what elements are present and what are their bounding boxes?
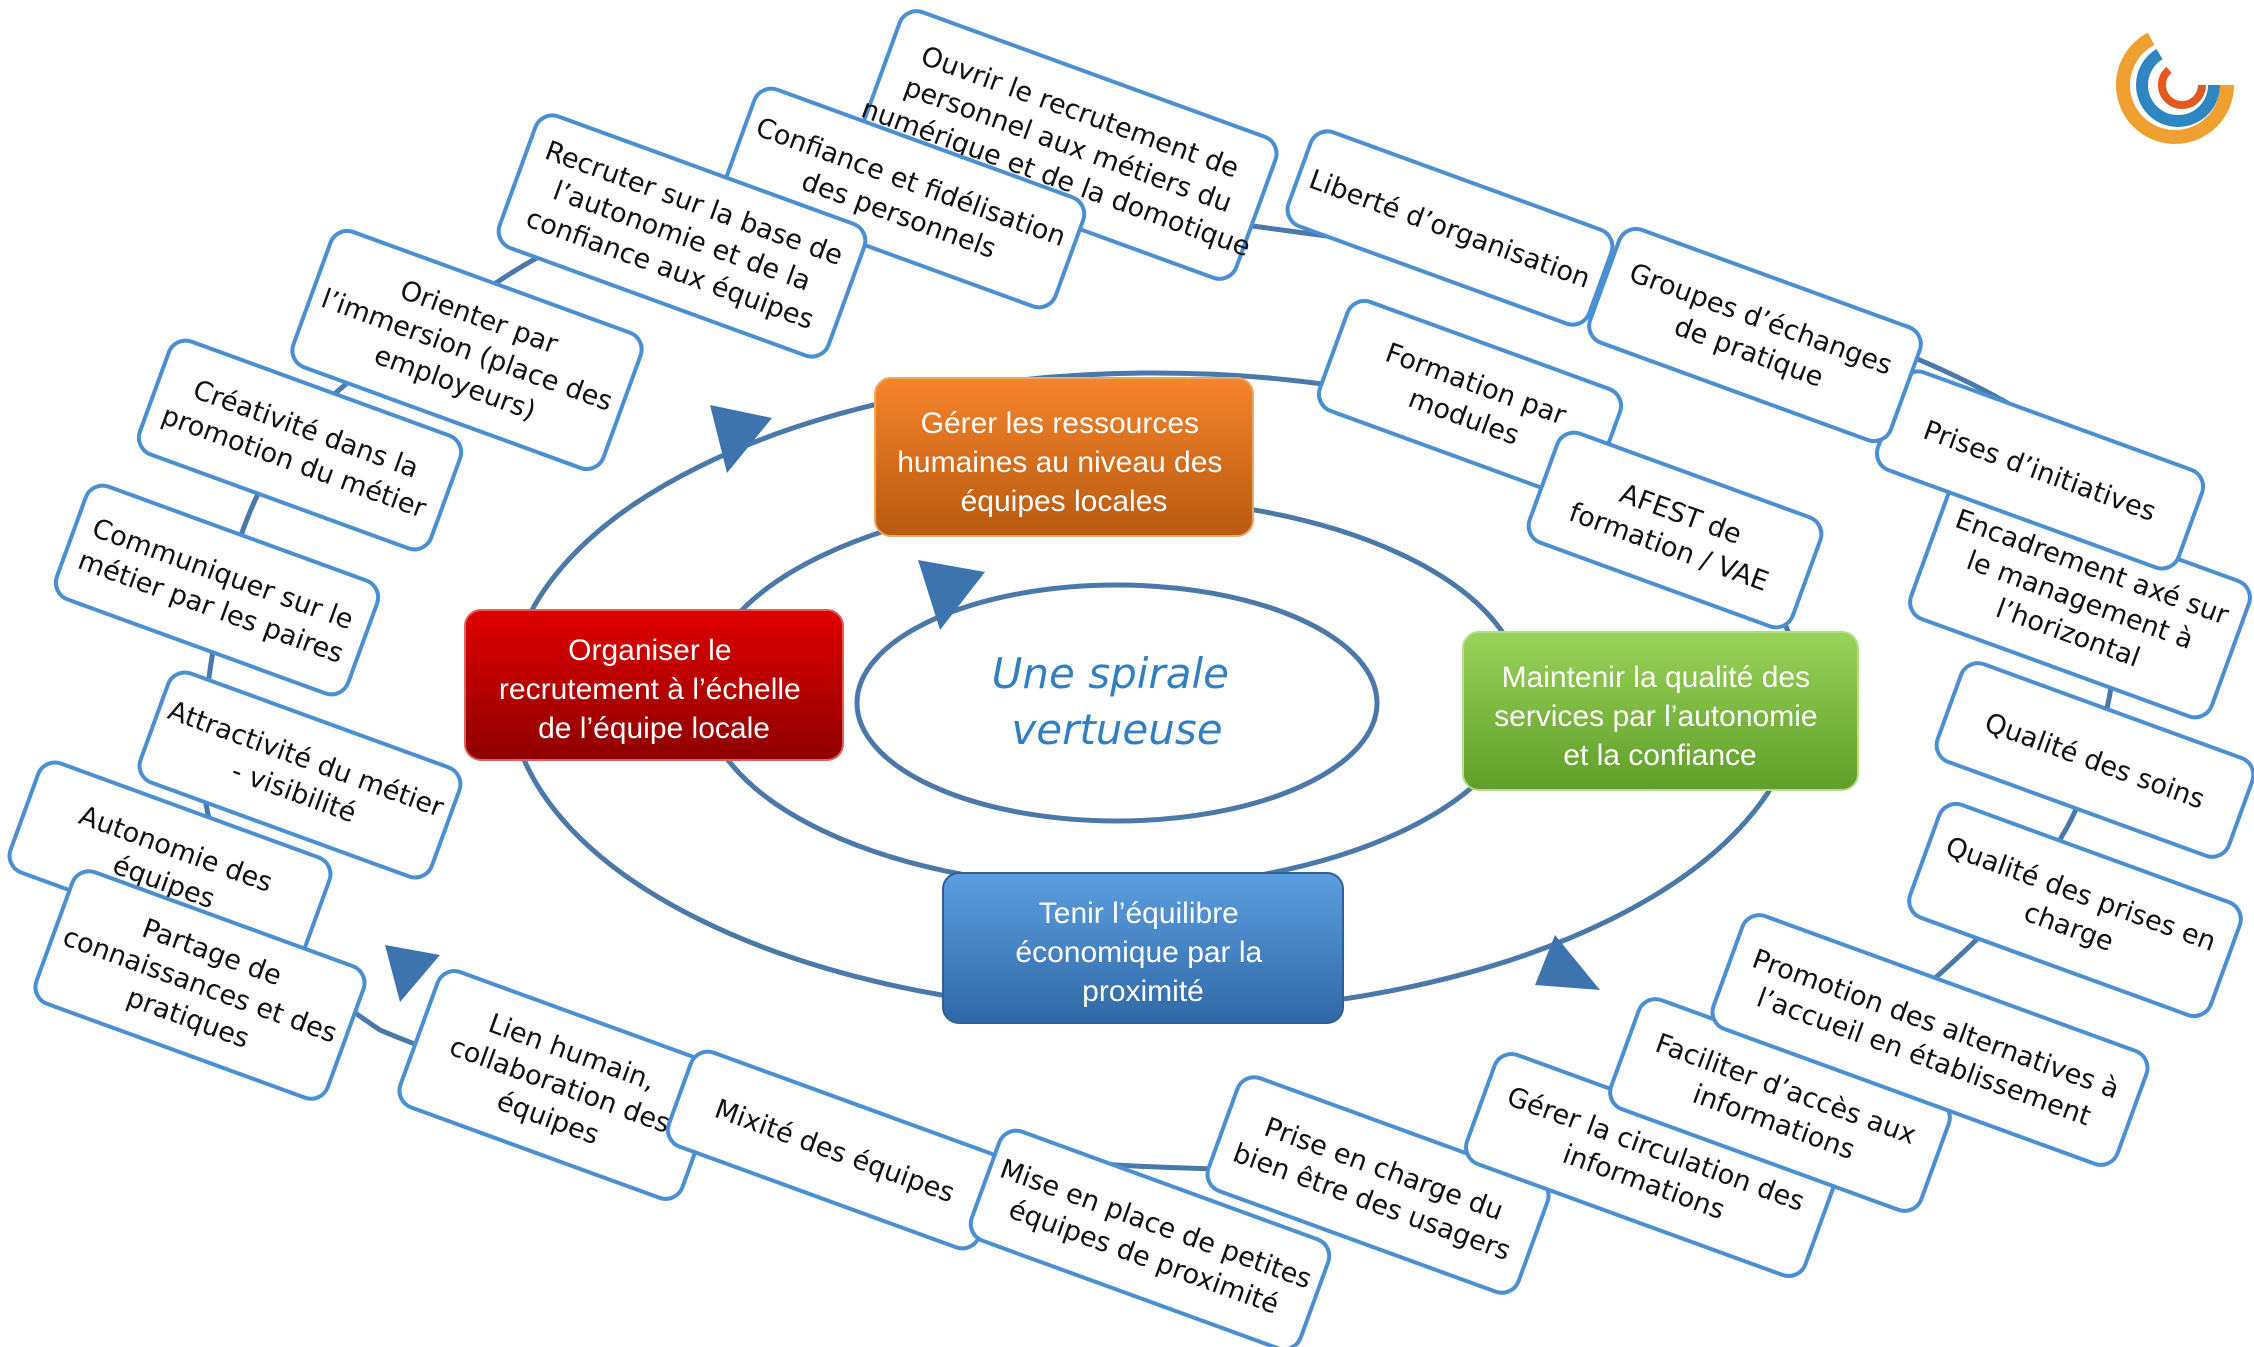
tag-modular-training: Formation parmodules (1316, 298, 1624, 502)
arrow-head-bottom-right (1535, 935, 1600, 990)
arrow-head-bottom-left (385, 945, 440, 1002)
tag-team-diversity: Mixité des équipes (665, 1049, 1005, 1251)
tag-attractiveness: Attractivité du métier- visibilité (137, 670, 463, 880)
arrow-head-inner (918, 560, 985, 630)
tag-care-quality: Qualité des prises encharge (1907, 801, 2243, 1019)
tag-organisation-freedom: Liberté d’organisation (1285, 129, 1615, 327)
tag-info-access: Faciliter d’accès auxinformations (1608, 997, 1952, 1213)
center-ellipse (854, 582, 1380, 824)
hub-economic-balance: Tenir l’équilibre économique par la prox… (942, 872, 1344, 1024)
tag-human-link: Lien humain,collaboration deséquipes (397, 969, 723, 1201)
hub-hr-management: Gérer les ressources humaines au niveau … (874, 377, 1254, 537)
svg-text:Organiser le recrutement: Organiser le recrutement à l’échelle de … (499, 634, 809, 745)
tag-practice-groups: Groupes d’échangesde pratique (1587, 226, 1923, 444)
svg-text:Maintenir la qualité des: Maintenir la qualité des services par l’… (1494, 661, 1826, 772)
tag-recruit-autonomy: Recruter sur la base del’autonomie et de… (496, 113, 868, 359)
center-label: Une spirale vertueuse (992, 649, 1243, 754)
svg-text:Tenir l’équilibre économ: Tenir l’équilibre économique par la prox… (1015, 897, 1270, 1008)
tag-team-autonomy: Autonomie deséquipes (7, 760, 333, 970)
hub-recruitment: Organiser le recrutement à l’échelle de … (464, 609, 844, 761)
hub-service-quality: Maintenir la qualité des services par l’… (1462, 631, 1859, 791)
svg-text:Gérer les ressources hum: Gérer les ressources humaines au niveau … (897, 407, 1231, 518)
tag-afest-vae: AFEST deformation / VAE (1526, 430, 1824, 630)
logo (2116, 26, 2234, 144)
tag-user-wellbeing: Prise en charge dubien être des usagers (1205, 1075, 1551, 1295)
arrow-head-top-left (710, 405, 772, 473)
